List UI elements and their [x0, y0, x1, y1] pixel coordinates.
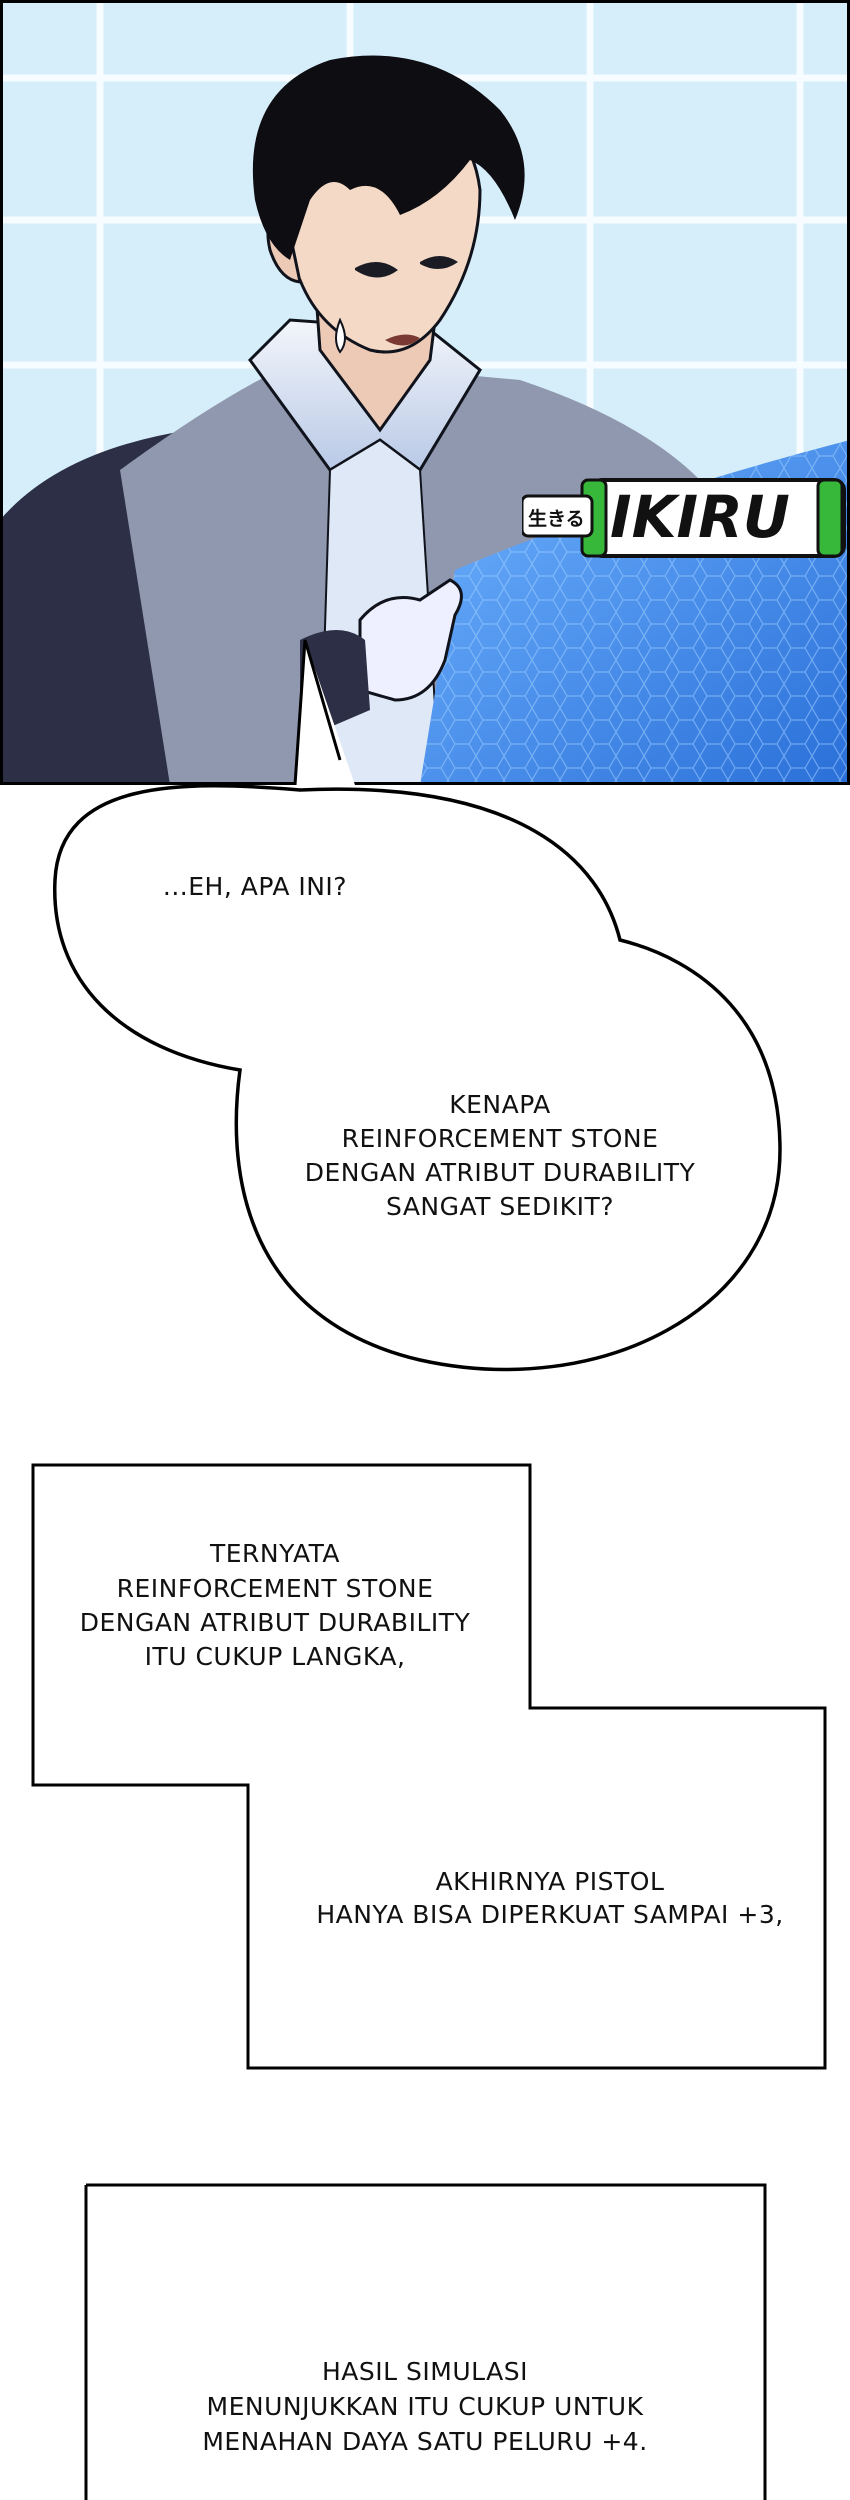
- box2-line-2: HANYA BISA DIPERKUAT SAMPAI +3,: [316, 1900, 784, 1929]
- narration-box-stepped: [31, 1463, 827, 2070]
- mouth: [385, 334, 420, 346]
- logo-brand: IKIRU: [610, 483, 790, 551]
- box3-line-3: MENAHAN DAYA SATU PELURU +4.: [202, 2427, 648, 2456]
- box3-line-1: HASIL SIMULASI: [322, 2357, 528, 2386]
- speech-bubble: [53, 784, 782, 1372]
- box1-line-2: REINFORCEMENT STONE: [116, 1574, 434, 1603]
- character-illustration: [0, 0, 850, 785]
- bubble-line-3: REINFORCEMENT STONE: [341, 1124, 659, 1153]
- bubble-line-4: DENGAN ATRIBUT DURABILITY: [304, 1158, 696, 1187]
- narration-box-3: [86, 2183, 767, 2500]
- sweat-drop: [335, 317, 346, 354]
- right-eye: [420, 256, 458, 270]
- logo-kana: 生きる: [528, 508, 585, 530]
- left-eye: [355, 261, 398, 278]
- manga-panel-art: 生きる IKIRU: [0, 0, 850, 785]
- box1-line-3: DENGAN ATRIBUT DURABILITY: [79, 1608, 471, 1637]
- ikiru-logo: 生きる IKIRU: [520, 474, 847, 562]
- box1-line-4: ITU CUKUP LANGKA,: [144, 1642, 406, 1671]
- box1-line-1: TERNYATA: [209, 1539, 341, 1568]
- box3-line-2: MENUNJUKKAN ITU CUKUP UNTUK: [206, 2392, 644, 2421]
- logo-badge-icon: [520, 478, 846, 558]
- bubble-line-1: ...EH, APA INI?: [162, 872, 348, 901]
- box2-line-1: AKHIRNYA PISTOL: [435, 1867, 665, 1896]
- hand: [358, 578, 463, 702]
- bubble-line-5: SANGAT SEDIKIT?: [386, 1192, 614, 1221]
- hair: [252, 55, 525, 260]
- bubble-line-2: KENAPA: [449, 1090, 551, 1119]
